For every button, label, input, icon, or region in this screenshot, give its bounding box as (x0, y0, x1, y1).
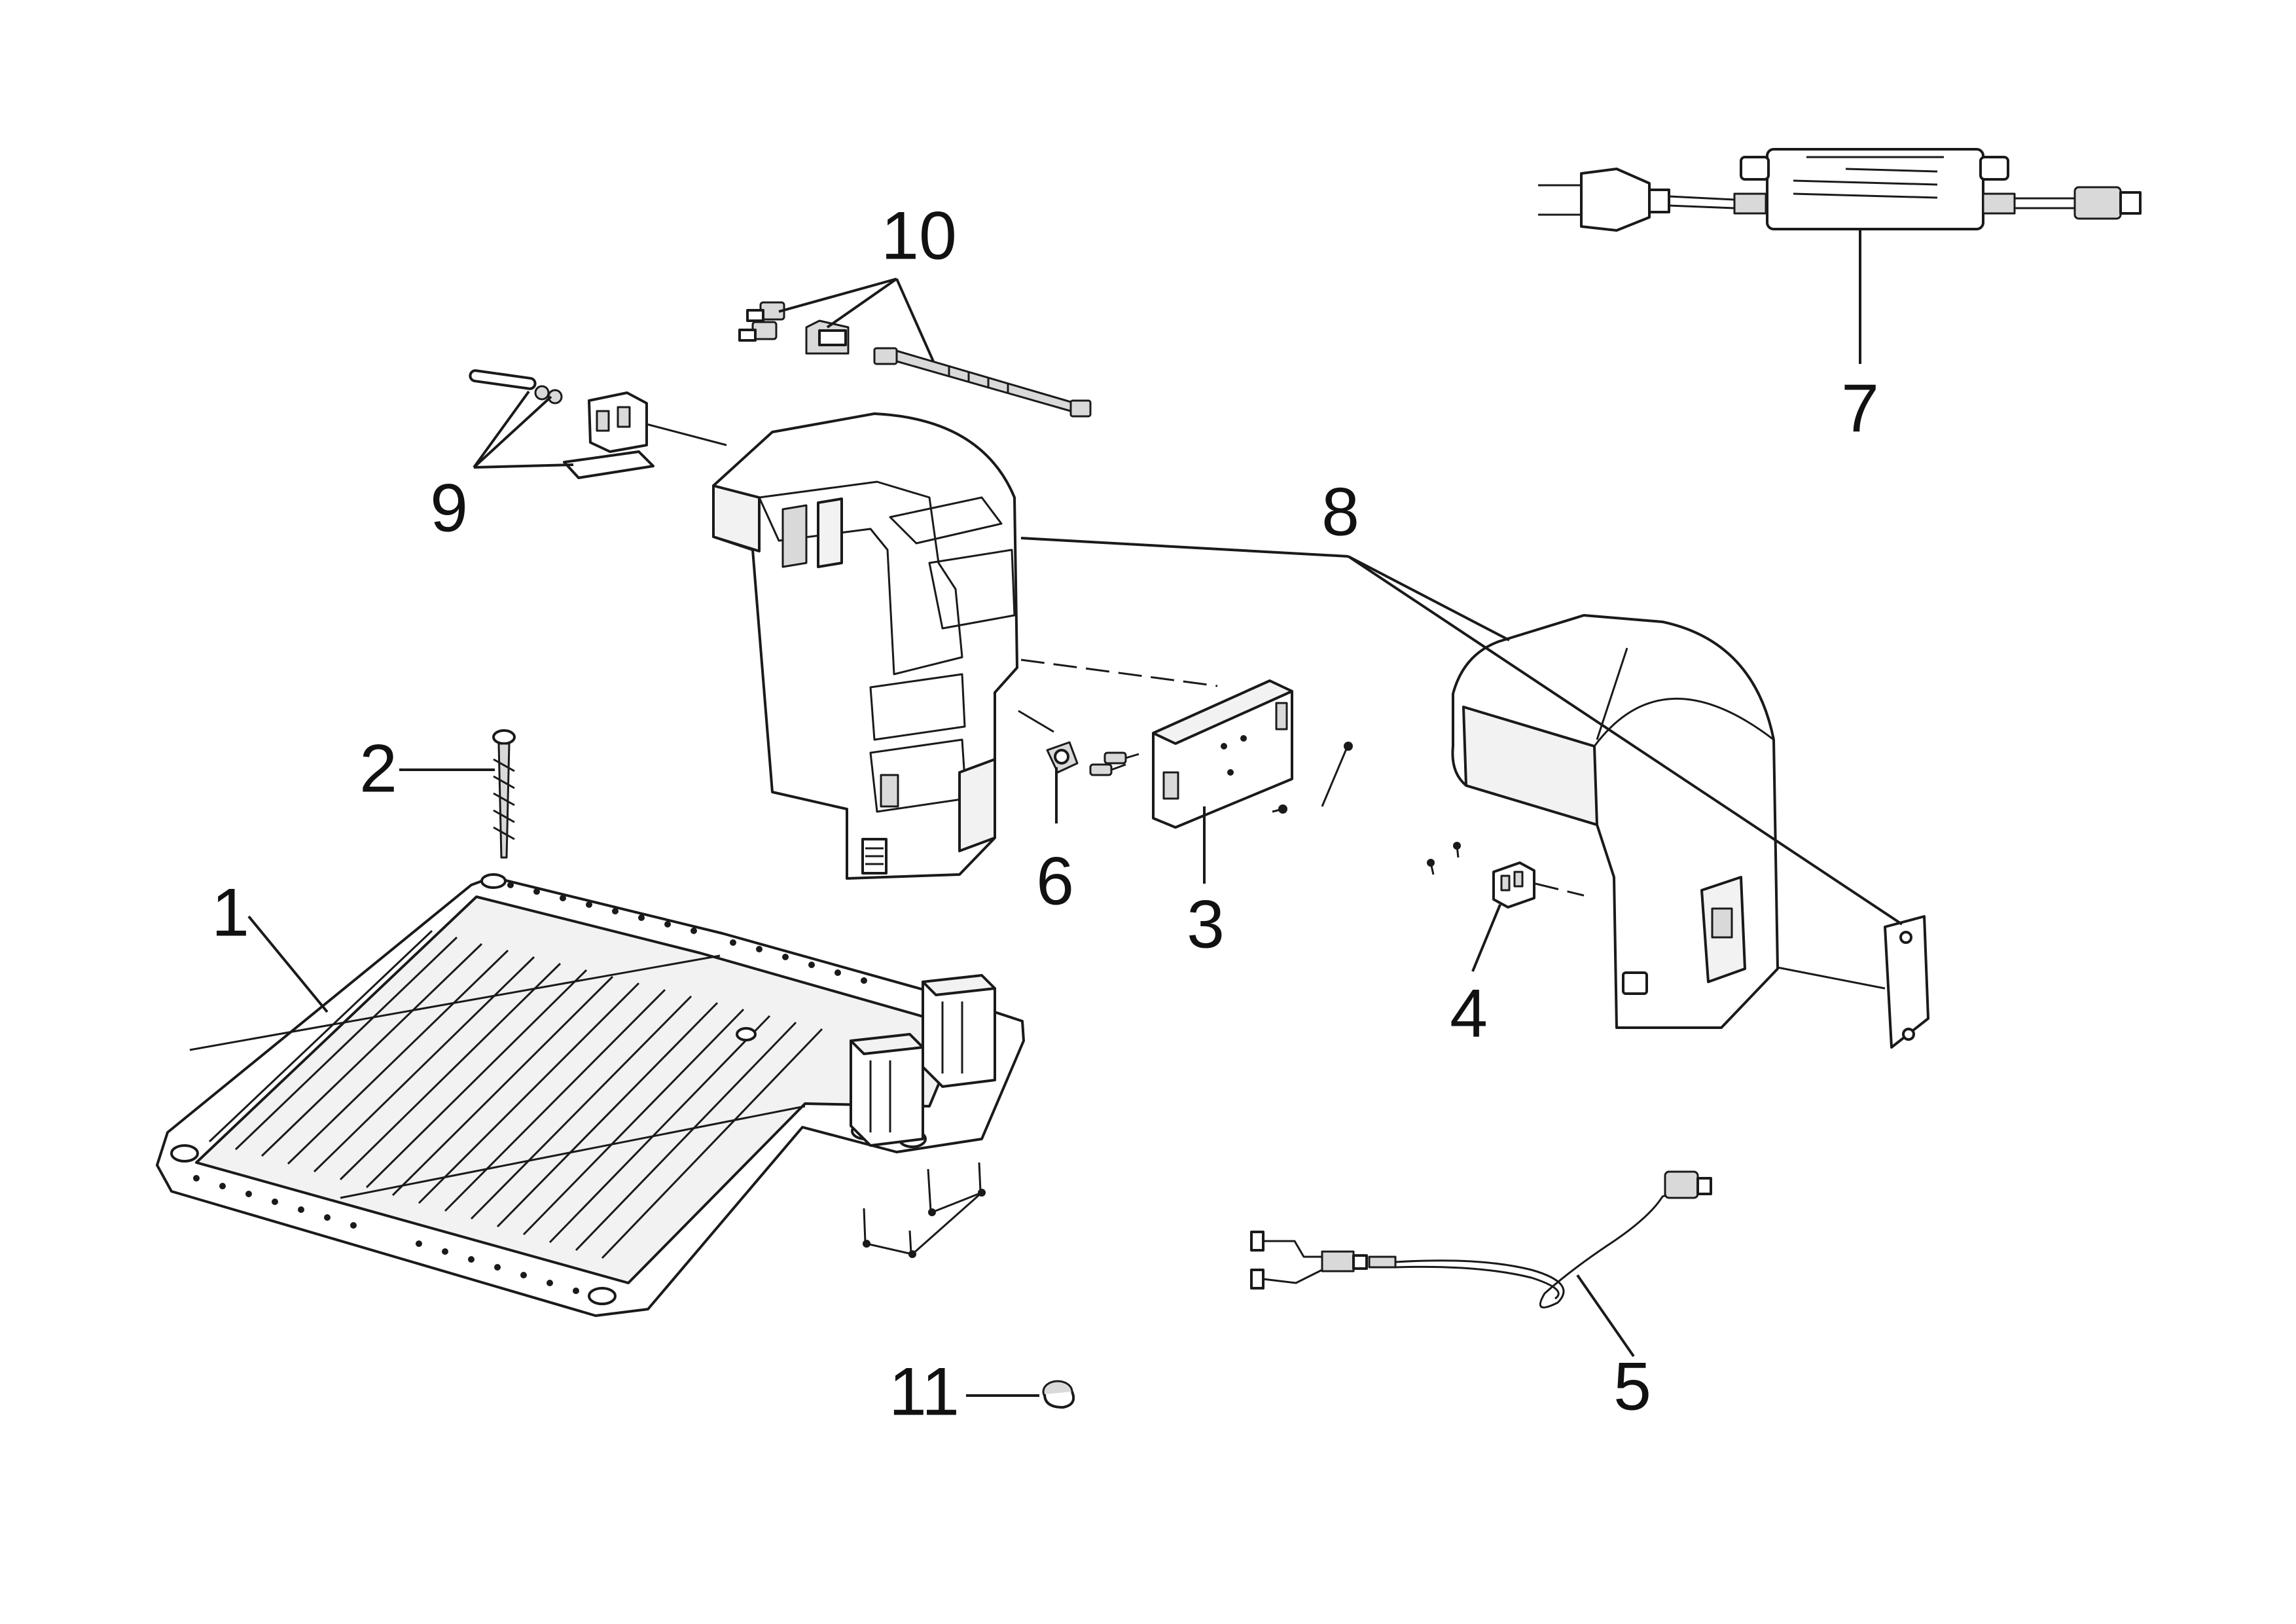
connector-kit-part (738, 301, 1092, 418)
callout-7: 7 (1841, 370, 1879, 446)
callout-labels: 1 2 3 4 5 6 7 8 9 10 11 (211, 198, 1879, 1430)
cable-part (1250, 1170, 1712, 1308)
callout-3: 3 (1187, 886, 1225, 962)
callout-10: 10 (881, 198, 957, 274)
housing-frame-part (712, 412, 1218, 880)
power-supply-part (1538, 148, 2142, 232)
base-plate-holes (193, 882, 867, 1294)
screws-board (1089, 742, 1353, 814)
base-screws (863, 1162, 986, 1258)
callout-5: 5 (1613, 1348, 1651, 1424)
clip-part (1046, 741, 1079, 774)
cover-part (1451, 614, 1929, 1049)
callout-6: 6 (1036, 843, 1074, 919)
callout-9: 9 (430, 470, 468, 546)
base-plate-part (156, 873, 1025, 1317)
callout-4: 4 (1450, 975, 1488, 1051)
leader-lines (247, 230, 1903, 1397)
callout-2: 2 (359, 731, 397, 806)
switch-part (1427, 842, 1585, 909)
callout-8: 8 (1321, 474, 1359, 550)
callout-1: 1 (211, 875, 249, 950)
ground-peg-part (492, 729, 516, 859)
circuit-board-part (1152, 679, 1293, 829)
hinge-pin-part (469, 369, 727, 479)
cap-part (1042, 1380, 1075, 1409)
callout-11: 11 (889, 1354, 960, 1430)
